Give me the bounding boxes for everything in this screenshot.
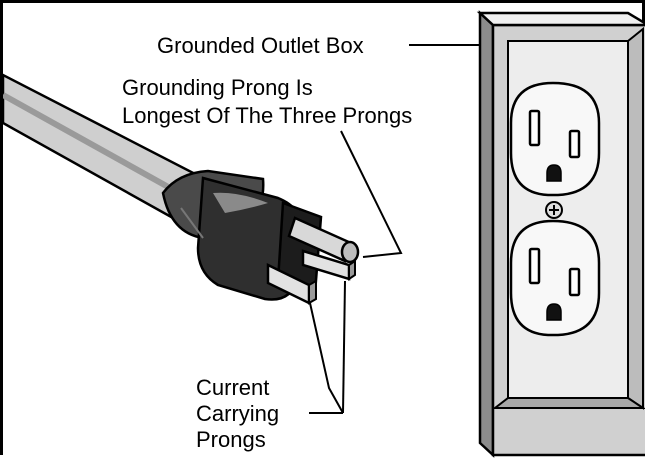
plug-crease xyxy=(180,207,204,239)
upper-neutral-slot xyxy=(528,109,541,147)
plate-inner-bevel-bottom xyxy=(492,397,645,409)
current-prong-upper xyxy=(301,249,356,281)
grounding-prong-leader xyxy=(340,130,403,258)
center-screw-icon xyxy=(545,201,563,219)
plate-inner-bevel-right xyxy=(627,26,644,410)
upper-ground-hole xyxy=(546,164,562,182)
grounding-prong-label-line1: Grounding Prong Is xyxy=(122,75,313,100)
current-prong-lower xyxy=(266,262,317,306)
upper-hot-slot xyxy=(568,129,581,159)
grounding-prong xyxy=(287,216,360,264)
current-prong-leader-upper xyxy=(342,280,346,414)
current-prong-leader-lower xyxy=(309,302,344,414)
lower-ground-hole xyxy=(546,303,562,321)
current-prongs-label-line3: Prongs xyxy=(196,427,266,452)
upper-receptacle xyxy=(509,81,601,197)
cord-shade xyxy=(3,92,190,201)
current-prongs-label-line1: Current xyxy=(196,375,269,400)
plate-top-rim xyxy=(476,11,645,27)
outlet-box xyxy=(476,10,645,458)
plate-side xyxy=(478,10,495,458)
plug-highlight xyxy=(213,192,268,213)
plug xyxy=(161,169,360,306)
outlet-box-label: Grounded Outlet Box xyxy=(157,33,364,58)
leader-lines xyxy=(309,44,481,414)
grounding-prong-label-line2: Longest Of The Three Prongs xyxy=(122,103,412,128)
lower-receptacle xyxy=(509,219,601,337)
current-prongs-label-line2: Carrying xyxy=(196,401,279,426)
lower-hot-slot xyxy=(568,267,581,297)
lower-neutral-slot xyxy=(528,247,541,285)
plug-outlet-diagram: Grounded Outlet Box Grounding Prong Is L… xyxy=(3,10,645,458)
